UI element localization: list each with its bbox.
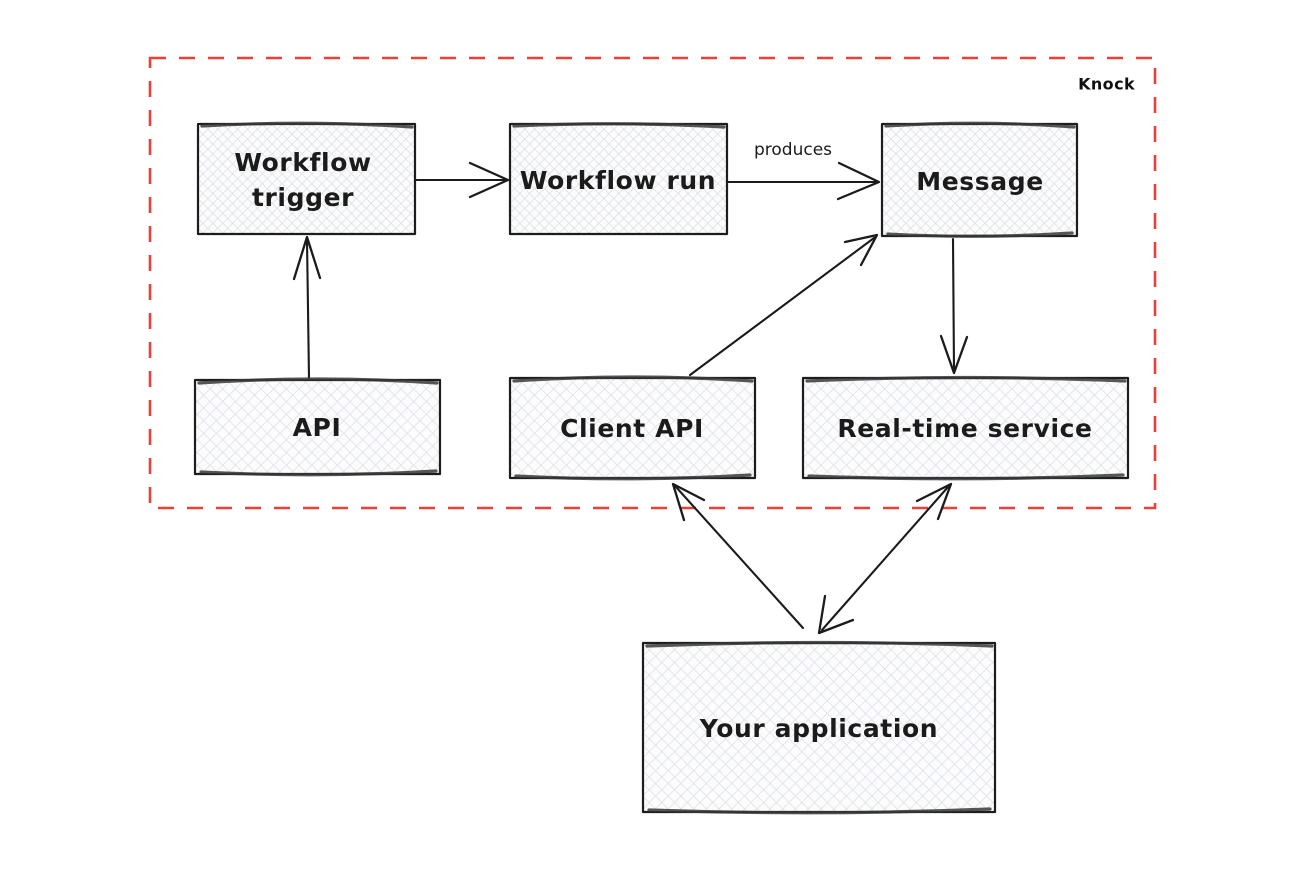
node-label-line1: Client API xyxy=(560,414,704,443)
arrowhead-icon xyxy=(671,482,706,522)
node-box-sketch-edge xyxy=(200,121,414,129)
node-box xyxy=(801,376,1130,480)
edge-label-produces: produces xyxy=(754,140,832,160)
node-label-line2: trigger xyxy=(252,183,354,212)
edge-client-api-to-message xyxy=(688,233,879,377)
node-your-application[interactable]: Your application xyxy=(641,640,997,815)
node-label-line1: API xyxy=(293,413,342,442)
edge-line xyxy=(820,485,950,632)
edge-line xyxy=(951,237,956,372)
arrowhead-icon xyxy=(468,161,510,199)
arrowhead-icon xyxy=(939,334,969,375)
edge-line xyxy=(688,236,876,377)
edge-trigger-to-run xyxy=(414,161,510,199)
node-label-line1: Workflow xyxy=(234,148,371,177)
node-box-sketch-edge-bottom xyxy=(199,469,438,477)
node-box xyxy=(880,122,1079,238)
node-box xyxy=(193,378,442,476)
node-box-sketch-edge xyxy=(197,377,439,385)
node-box xyxy=(508,122,729,236)
edge-api-to-trigger xyxy=(292,235,322,380)
knock-group-label: Knock xyxy=(1078,75,1135,94)
arrowhead-icon xyxy=(915,482,953,521)
edge-message-to-real-time-service xyxy=(939,237,969,375)
arrowhead-icon xyxy=(843,233,879,267)
edge-line xyxy=(305,238,311,380)
edge-run-to-message: produces xyxy=(726,140,881,201)
node-workflow-trigger[interactable]: Workflow trigger xyxy=(196,121,417,236)
arrowhead-icon xyxy=(292,235,322,281)
node-api[interactable]: API xyxy=(193,377,442,477)
node-box-sketch-edge-bottom xyxy=(514,473,752,481)
arrowhead-icon xyxy=(817,594,855,635)
edge-line xyxy=(674,485,805,630)
node-box-sketch-edge-bottom xyxy=(647,807,992,815)
node-label-line1: Message xyxy=(916,167,1044,196)
edge-your-application-to-client-api xyxy=(671,482,805,630)
node-box-sketch-edge xyxy=(512,375,754,383)
knock-boundary-rect xyxy=(148,56,1157,510)
node-box-sketch-edge xyxy=(645,640,994,648)
arrowhead-icon xyxy=(836,161,881,201)
node-label-line1: Workflow run xyxy=(520,166,716,195)
node-label-line1: Your application xyxy=(699,714,938,743)
node-real-time-service[interactable]: Real-time service xyxy=(801,375,1130,481)
node-box xyxy=(196,122,417,236)
node-box-sketch-edge xyxy=(805,375,1127,383)
node-workflow-run[interactable]: Workflow run xyxy=(508,122,729,236)
node-client-api[interactable]: Client API xyxy=(508,375,757,481)
edge-real-time-service-to-your-application xyxy=(817,482,953,635)
node-box-sketch-edge xyxy=(512,122,726,129)
group-knock: Knock xyxy=(148,56,1157,510)
node-box-sketch-edge xyxy=(884,121,1076,129)
node-message[interactable]: Message xyxy=(880,121,1079,238)
node-box-sketch-edge-bottom xyxy=(807,473,1125,481)
node-box-sketch-edge-bottom xyxy=(886,231,1074,238)
node-label-line1: Real-time service xyxy=(837,414,1092,443)
